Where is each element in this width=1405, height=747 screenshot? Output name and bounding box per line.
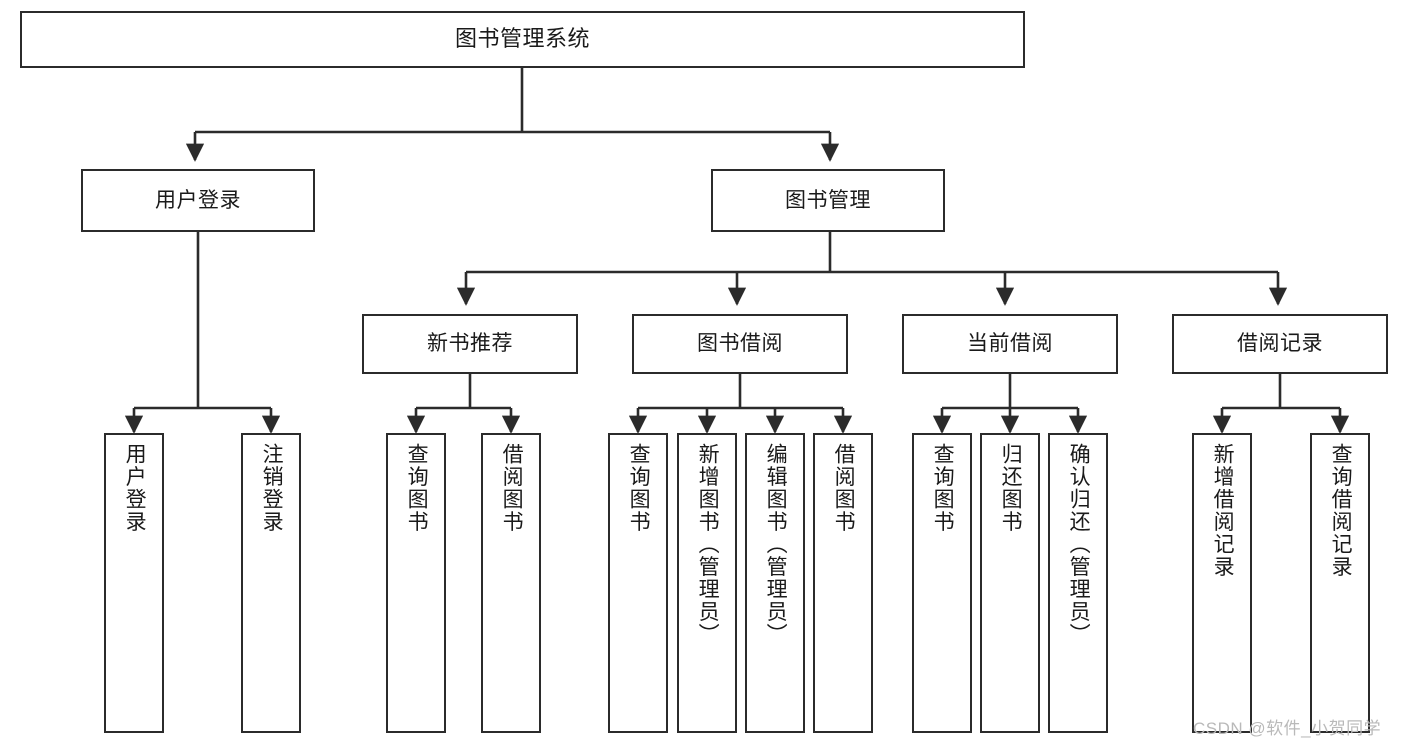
node-current-borrow-label: 当前借阅 — [967, 332, 1053, 356]
node-new-book-recommend[interactable]: 新书推荐 — [362, 314, 578, 374]
node-leaf-query-book-2[interactable]: 查询图书 — [608, 433, 668, 733]
node-user-login[interactable]: 用户登录 — [81, 169, 315, 232]
node-leaf-add-record[interactable]: 新增借阅记录 — [1192, 433, 1252, 733]
node-book-borrow[interactable]: 图书借阅 — [632, 314, 848, 374]
node-leaf-logout-label: 注销登录 — [260, 443, 284, 533]
node-root[interactable]: 图书管理系统 — [20, 11, 1025, 68]
node-leaf-borrow-book-2[interactable]: 借阅图书 — [813, 433, 873, 733]
node-leaf-query-record-label: 查询借阅记录 — [1329, 443, 1353, 578]
watermark: CSDN @软件_小贺同学 — [1193, 719, 1382, 738]
node-leaf-return-book-label: 归还图书 — [999, 443, 1023, 533]
node-leaf-confirm-return-label: 确认归还（管理员） — [1067, 443, 1091, 646]
node-leaf-logout[interactable]: 注销登录 — [241, 433, 301, 733]
node-leaf-borrow-book-1[interactable]: 借阅图书 — [481, 433, 541, 733]
node-borrow-record[interactable]: 借阅记录 — [1172, 314, 1388, 374]
node-user-login-label: 用户登录 — [155, 188, 241, 212]
node-leaf-query-book-3-label: 查询图书 — [931, 443, 955, 533]
node-book-borrow-label: 图书借阅 — [697, 332, 783, 356]
node-leaf-user-login[interactable]: 用户登录 — [104, 433, 164, 733]
node-leaf-add-book[interactable]: 新增图书（管理员） — [677, 433, 737, 733]
node-leaf-user-login-label: 用户登录 — [123, 443, 147, 533]
node-root-label: 图书管理系统 — [454, 26, 590, 52]
node-leaf-confirm-return[interactable]: 确认归还（管理员） — [1048, 433, 1108, 733]
node-leaf-edit-book[interactable]: 编辑图书（管理员） — [745, 433, 805, 733]
node-leaf-query-book-1[interactable]: 查询图书 — [386, 433, 446, 733]
node-leaf-add-book-label: 新增图书（管理员） — [696, 443, 720, 646]
node-borrow-record-label: 借阅记录 — [1237, 332, 1323, 356]
node-leaf-add-record-label: 新增借阅记录 — [1211, 443, 1235, 578]
node-leaf-edit-book-label: 编辑图书（管理员） — [764, 443, 788, 646]
node-new-book-recommend-label: 新书推荐 — [427, 332, 513, 356]
node-leaf-return-book[interactable]: 归还图书 — [980, 433, 1040, 733]
node-leaf-query-book-1-label: 查询图书 — [405, 443, 429, 533]
node-leaf-borrow-book-1-label: 借阅图书 — [500, 443, 524, 533]
node-leaf-query-record[interactable]: 查询借阅记录 — [1310, 433, 1370, 733]
node-leaf-query-book-3[interactable]: 查询图书 — [912, 433, 972, 733]
node-leaf-query-book-2-label: 查询图书 — [627, 443, 651, 533]
node-book-manage[interactable]: 图书管理 — [711, 169, 945, 232]
node-leaf-borrow-book-2-label: 借阅图书 — [832, 443, 856, 533]
node-current-borrow[interactable]: 当前借阅 — [902, 314, 1118, 374]
node-book-manage-label: 图书管理 — [785, 188, 871, 212]
